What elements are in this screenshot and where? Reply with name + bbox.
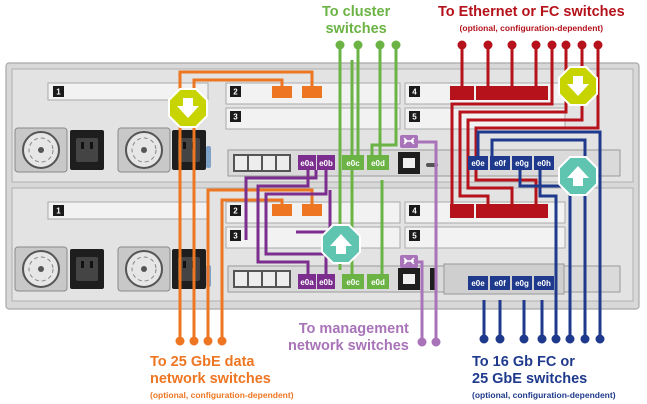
cable-navy: [476, 130, 602, 338]
fan-icon: [117, 246, 171, 292]
slot-number: 5: [412, 232, 417, 241]
red-connectors: [450, 86, 548, 218]
label-data25-line2: network switches: [150, 370, 271, 387]
wrench-icon: [400, 135, 418, 148]
label-data25-note: (optional, configuration-dependent): [150, 389, 294, 400]
label-cluster-line1: To cluster: [322, 4, 391, 20]
arrow-down-icon: [168, 88, 208, 128]
slot-number: 3: [233, 113, 238, 122]
power-socket-icon: [172, 249, 206, 289]
port-label: e0a: [300, 159, 314, 168]
label-fc16-note: (optional, configuration-dependent): [472, 389, 616, 400]
arrow-up-icon: [321, 224, 361, 264]
wrench-icon: [400, 255, 418, 268]
fan-icon: [14, 127, 68, 173]
label-ethernet: To Ethernet or FC switches (optional, co…: [438, 4, 625, 33]
cable-green: [370, 45, 398, 160]
slot-number: 2: [233, 88, 238, 97]
label-fc16-line1: To 16 Gb FC or: [472, 354, 575, 370]
label-mgmt-line2: network switches: [288, 337, 409, 354]
arrow-up-icon: [558, 156, 598, 196]
controller-bottom: 1 2 3 4 5: [14, 201, 621, 295]
power-socket-icon: [70, 130, 104, 170]
label-cluster-line2: switches: [325, 20, 387, 37]
slot-number: 5: [412, 113, 417, 122]
port-label: e0a: [300, 278, 314, 287]
fan-icon: [117, 127, 171, 173]
cable-lilac: [410, 140, 438, 342]
port-label: e0e: [471, 159, 485, 168]
port-label: e0d: [371, 278, 385, 287]
label-data25-line1: To 25 GbE data: [150, 354, 255, 370]
cable-orange: [178, 70, 314, 340]
slot-number: 1: [56, 88, 61, 97]
cable-purple: [264, 170, 328, 278]
arrow-down-icon: [558, 66, 598, 106]
label-cluster: To cluster switches: [322, 4, 390, 38]
cable-red: [466, 45, 584, 208]
cable-navy: [538, 160, 558, 338]
onboard-ports-top: e0a e0b e0c e0d: [298, 155, 389, 170]
slot-number: 3: [233, 232, 238, 241]
slot-number: 1: [56, 207, 61, 216]
label-mgmt-line1: To management: [298, 321, 409, 337]
cable-purple: [256, 170, 310, 278]
port-label: e0c: [346, 159, 360, 168]
slot-number: 4: [412, 207, 417, 216]
label-fc16-line2: 25 GbE switches: [472, 370, 588, 387]
port-label: e0g: [515, 159, 529, 168]
port-label: e0b: [319, 159, 333, 168]
onboard-ports-bottom: e0a e0b e0c e0d: [298, 274, 389, 289]
cable-navy: [490, 138, 587, 338]
label-fc16: To 16 Gb FC or 25 GbE switches (optional…: [472, 354, 616, 400]
port-label: e0f: [494, 159, 506, 168]
port-label: e0h: [537, 159, 551, 168]
mezz-ports-bottom: e0e e0f e0g e0h: [468, 276, 554, 290]
power-socket-icon: [70, 249, 104, 289]
port-label: e0g: [515, 279, 529, 288]
port-label: e0c: [346, 278, 360, 287]
slot-number: 4: [412, 88, 417, 97]
label-data25: To 25 GbE data network switches (optiona…: [150, 354, 294, 400]
cable-ends: [175, 40, 605, 347]
port-label: e0d: [371, 159, 385, 168]
cables: [178, 45, 602, 342]
slot-number: 2: [233, 207, 238, 216]
port-label: e0f: [494, 279, 506, 288]
port-label: e0b: [319, 278, 333, 287]
orange-connectors: [272, 86, 322, 216]
label-ethernet-line1: To Ethernet or FC switches: [438, 4, 625, 20]
label-mgmt: To management network switches: [288, 321, 409, 355]
cable-purple: [244, 170, 318, 240]
cable-navy: [518, 160, 572, 338]
mezz-ports-top: e0e e0f e0g e0h: [468, 156, 554, 170]
label-ethernet-note: (optional, configuration-dependent): [459, 22, 604, 33]
port-label: e0e: [471, 279, 485, 288]
port-label: e0h: [537, 279, 551, 288]
power-socket-icon: [172, 130, 206, 170]
cable-orange: [206, 188, 314, 340]
fan-icon: [14, 246, 68, 292]
